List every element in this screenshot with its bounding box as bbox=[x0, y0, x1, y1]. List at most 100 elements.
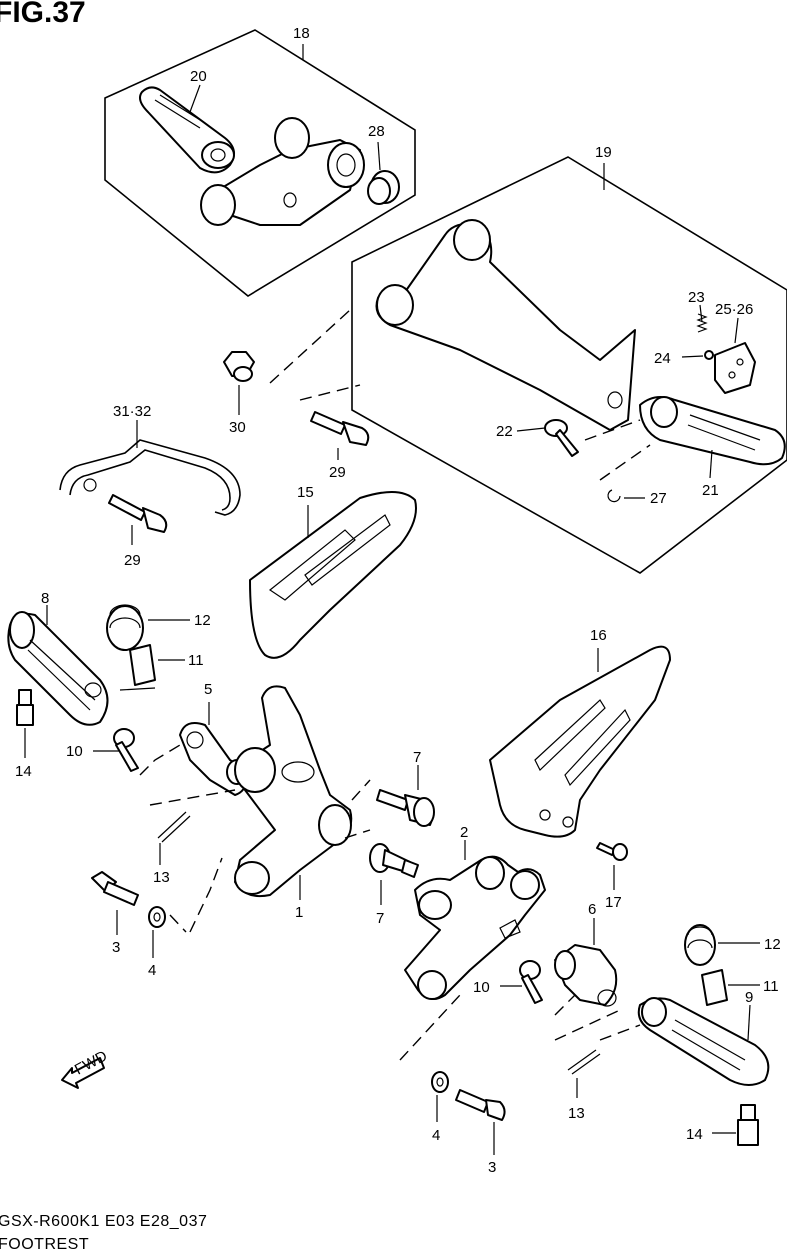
bolt-29-upper bbox=[310, 411, 370, 460]
spring-12-right bbox=[684, 924, 760, 966]
callout-23: 23 bbox=[688, 289, 705, 306]
forward-arrow-icon: FWD bbox=[61, 1047, 110, 1089]
assembly-line bbox=[299, 384, 361, 401]
stud-14-right bbox=[712, 1104, 759, 1146]
assembly-line bbox=[599, 444, 651, 481]
figure-title: FIG.37 bbox=[0, 0, 86, 29]
model-code: GSX-R600K1 E03 E28_037 bbox=[0, 1213, 208, 1230]
callout-12: 12 bbox=[194, 612, 211, 629]
pivot-6 bbox=[554, 918, 618, 1007]
callout-22: 22 bbox=[496, 423, 513, 440]
callout-6: 6 bbox=[588, 901, 596, 918]
screw-17 bbox=[596, 842, 628, 890]
bracket-assembly-18 bbox=[200, 117, 365, 226]
assembly-line bbox=[169, 914, 187, 933]
callout-3: 3 bbox=[112, 939, 120, 956]
footpeg-9 bbox=[637, 997, 770, 1086]
heel-plate-15 bbox=[249, 491, 417, 659]
ball-24 bbox=[681, 350, 714, 360]
callout-19: 19 bbox=[595, 144, 612, 161]
callout-29: 29 bbox=[329, 464, 346, 481]
footpeg-20 bbox=[139, 84, 235, 174]
bushing-28 bbox=[367, 141, 400, 205]
callout-10: 10 bbox=[473, 979, 490, 996]
bolt-29-lower bbox=[108, 494, 168, 545]
callout-2: 2 bbox=[460, 824, 468, 841]
washer-4-right bbox=[431, 1071, 449, 1122]
assembly-line bbox=[584, 419, 641, 441]
callout-27: 27 bbox=[650, 490, 667, 507]
assembly-line bbox=[599, 1024, 641, 1041]
callout-28: 28 bbox=[368, 123, 385, 140]
assembly-line bbox=[149, 789, 236, 806]
callout-7: 7 bbox=[413, 749, 421, 766]
assembly-line bbox=[344, 829, 371, 839]
callout-15: 15 bbox=[297, 484, 314, 501]
collar-11-right bbox=[701, 969, 760, 1006]
callout-24: 24 bbox=[654, 350, 671, 367]
callout-21: 21 bbox=[702, 482, 719, 499]
callout-13: 13 bbox=[568, 1105, 585, 1122]
spring-12-left bbox=[106, 604, 190, 651]
rear-bracket-19 bbox=[375, 219, 636, 431]
callout-4: 4 bbox=[148, 962, 156, 979]
heel-plate-16 bbox=[489, 645, 671, 838]
spring-23 bbox=[696, 304, 708, 333]
bolt-7-lower bbox=[369, 843, 419, 905]
callout-13: 13 bbox=[153, 869, 170, 886]
group-box-19 bbox=[351, 156, 787, 574]
bolt-7-upper bbox=[376, 765, 435, 827]
callout-31-32: 31·32 bbox=[113, 403, 151, 420]
callout-30: 30 bbox=[229, 419, 246, 436]
collar-11-left bbox=[119, 644, 185, 691]
callout-11: 11 bbox=[763, 978, 779, 995]
clip-27 bbox=[607, 489, 645, 503]
callout-3: 3 bbox=[488, 1159, 496, 1176]
assembly-line bbox=[189, 857, 223, 933]
nut-30 bbox=[223, 351, 255, 415]
callout-16: 16 bbox=[590, 627, 607, 644]
assembly-line bbox=[399, 994, 461, 1061]
footpeg-8 bbox=[7, 605, 109, 726]
callout-14: 14 bbox=[686, 1126, 703, 1143]
bolt-3-left bbox=[91, 871, 139, 935]
callout-5: 5 bbox=[204, 681, 212, 698]
bracket-1 bbox=[234, 685, 353, 900]
assembly-line bbox=[554, 1009, 621, 1041]
assembly-line bbox=[351, 779, 371, 801]
cotter-pin-13-right bbox=[567, 1049, 601, 1098]
stud-14-left bbox=[16, 689, 34, 758]
callout-10: 10 bbox=[66, 743, 83, 760]
callout-1: 1 bbox=[295, 904, 303, 921]
callout-labels: 18 20 28 19 23 25·26 24 30 22 27 21 31·3… bbox=[15, 25, 781, 1176]
assembly-line bbox=[139, 744, 181, 776]
assembly-line bbox=[269, 309, 351, 384]
callout-12: 12 bbox=[764, 936, 781, 953]
bracket-2 bbox=[404, 840, 546, 1000]
callout-18: 18 bbox=[293, 25, 310, 42]
callout-11: 11 bbox=[188, 652, 204, 669]
pin-10-right bbox=[500, 960, 543, 1004]
pin-10-left bbox=[93, 728, 139, 772]
callout-25-26: 25·26 bbox=[715, 301, 753, 318]
plate-25-26 bbox=[714, 317, 756, 394]
group-box-18 bbox=[104, 29, 416, 297]
callout-7: 7 bbox=[376, 910, 384, 927]
callout-17: 17 bbox=[605, 894, 622, 911]
bolt-3-right bbox=[455, 1089, 506, 1155]
guard-31-32 bbox=[59, 420, 241, 516]
callout-20: 20 bbox=[190, 68, 207, 85]
callout-9: 9 bbox=[745, 989, 753, 1006]
cotter-pin-13-left bbox=[157, 811, 191, 865]
washer-4-left bbox=[148, 906, 166, 958]
figure-name: FOOTREST bbox=[0, 1236, 90, 1253]
callout-29: 29 bbox=[124, 552, 141, 569]
callout-14: 14 bbox=[15, 763, 32, 780]
pin-22 bbox=[516, 419, 579, 457]
callout-4: 4 bbox=[432, 1127, 440, 1144]
assembly-line bbox=[554, 994, 576, 1016]
footpeg-21 bbox=[639, 395, 786, 479]
callout-8: 8 bbox=[41, 590, 49, 607]
